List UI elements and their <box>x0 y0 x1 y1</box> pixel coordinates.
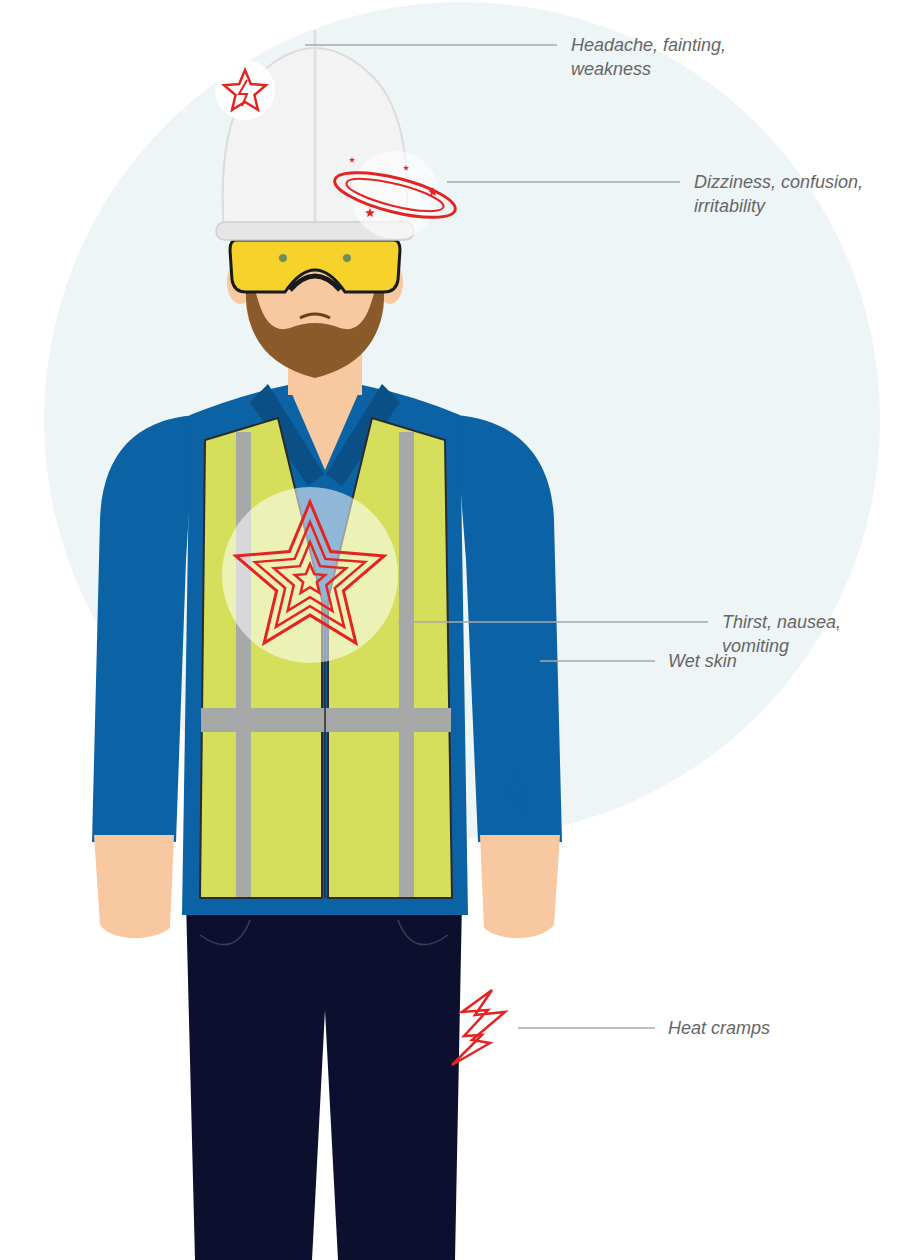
dizzy-orbit <box>331 164 460 227</box>
symptom-label: Dizziness, confusion, irritability <box>694 170 899 218</box>
dizzy-star <box>365 208 375 217</box>
reflective-stripe <box>399 432 414 897</box>
icon-ground <box>222 487 398 663</box>
left-sleeve <box>92 415 195 842</box>
leader-line <box>305 44 557 46</box>
pocket-line <box>200 920 250 945</box>
moustache <box>290 276 340 290</box>
pain-bolt <box>239 80 247 106</box>
dizzy-star <box>349 157 355 162</box>
pain-star <box>255 522 365 627</box>
sweat-drop <box>507 786 512 800</box>
mouth <box>300 314 330 318</box>
leader-line <box>398 621 708 623</box>
pants <box>186 900 462 1260</box>
icon-ground <box>351 151 439 239</box>
shirt <box>182 385 468 915</box>
dizzy-star <box>403 165 409 170</box>
reflective-stripe <box>201 708 451 732</box>
pain-star <box>295 564 325 593</box>
pain-star <box>274 542 346 611</box>
left-hand <box>94 835 174 938</box>
reflective-stripe <box>236 432 251 897</box>
leader-line <box>540 660 655 662</box>
icon-ground <box>215 60 275 120</box>
symptom-label: Wet skin <box>668 649 737 673</box>
leader-line <box>518 1027 655 1029</box>
right-sleeve <box>455 415 562 842</box>
dizzy-star <box>428 187 438 196</box>
pain-star <box>224 70 266 110</box>
goggles <box>230 240 400 292</box>
pain-star <box>236 502 384 643</box>
symptom-label: Thirst, nausea, vomiting <box>722 610 892 658</box>
pocket-line <box>398 920 448 945</box>
eye <box>279 254 287 262</box>
right-hand <box>480 835 560 938</box>
symptom-label: Headache, fainting, weakness <box>571 33 771 81</box>
sweat-drop <box>515 768 520 782</box>
dizzy-orbit <box>344 172 446 218</box>
vest-panel <box>328 418 452 898</box>
leader-line <box>447 181 680 183</box>
sweat-drop <box>518 788 527 810</box>
eye <box>343 254 351 262</box>
symptom-label: Heat cramps <box>668 1016 770 1040</box>
hat-ridge <box>314 30 317 225</box>
cramp-symbol <box>452 990 505 1065</box>
